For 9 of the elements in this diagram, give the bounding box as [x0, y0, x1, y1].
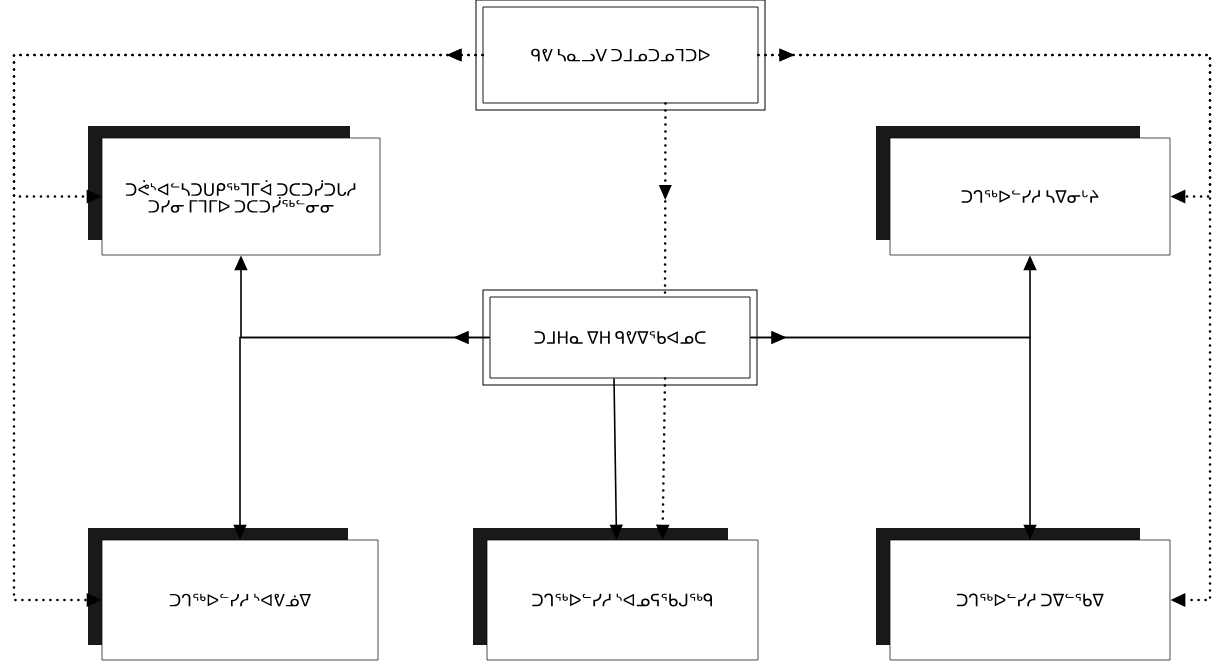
dotted-arrow — [757, 48, 1212, 607]
dotted-arrow — [12, 48, 484, 607]
stacked-box: ᑐᒉᖅᐅᓪᓯᓱ ᔅᐊᕓᓅᐁ — [88, 528, 379, 661]
stacked-box: ᑐᒉᖅᐅᓪᓯᓱ ᑐᐁᓪᖃᐁ — [876, 528, 1171, 661]
title-box: ᑐᒧᕼᓇ ᐁᕼ ᑫᕓᐁᖃᐊᓄᑕ — [482, 289, 758, 386]
stacked-box: ᑐᒉᖅᐅᓪᓯᓱ ᔅᐊᓄᕋᖃᒍᖅᑫ — [473, 528, 759, 661]
stacked-box: ᑐᒉᖅᐅᓪᓯᓱ ᓴᐁᓂᒡᔨ — [876, 126, 1171, 256]
title-box: ᑫᕓ ᓴᓇᓗᐯ ᑐᒧᓄᑐᓄᒣᑐᐅ — [475, 0, 766, 111]
stacked-box: ᑐᕚᔅᐊᓪᓴᑐᑌᑭᖅᒣᒥᐋ ᑐᑕᑐᓰᑐᒐᓱ ᑐᓯᓂ ᒥᒣᒥᐅ ᑐᑕᑐᓰᖅᓪᓂᓂ — [88, 126, 381, 256]
